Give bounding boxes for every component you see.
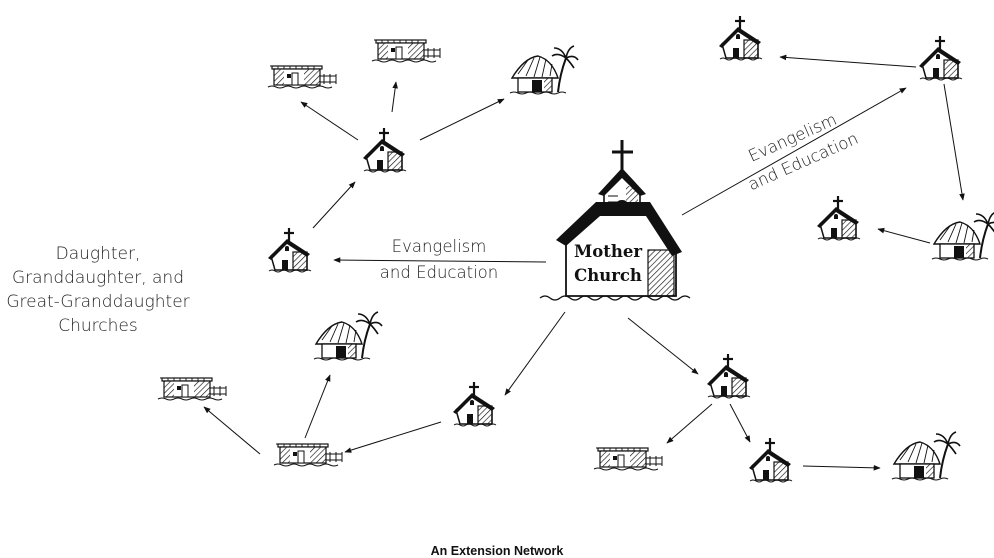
mother-church-label: Mother Church (573, 242, 643, 285)
evangelism-label-west: Evangelism and Education (379, 237, 499, 282)
mother-church (539, 140, 691, 301)
house-northwest (267, 65, 337, 89)
church-south-west (451, 380, 498, 428)
church-northeast (917, 34, 964, 82)
house-west (157, 377, 227, 401)
connection-arrows (203, 54, 965, 471)
hut-southeast (891, 431, 961, 481)
house-south (593, 447, 663, 471)
house-southwest (273, 443, 343, 467)
hut-east (931, 211, 994, 261)
hut-north (509, 45, 579, 95)
church-northwest (361, 126, 408, 174)
church-south (747, 436, 794, 484)
figure-caption: An Extension Network (430, 544, 564, 558)
daughter-churches-label: Daughter, Granddaughter, and Great-Grand… (6, 244, 190, 336)
church-west (266, 226, 313, 274)
house-north (371, 39, 441, 63)
hut-west (313, 311, 383, 361)
church-east (815, 194, 862, 242)
church-south-east (705, 352, 752, 400)
church-north (717, 14, 764, 62)
